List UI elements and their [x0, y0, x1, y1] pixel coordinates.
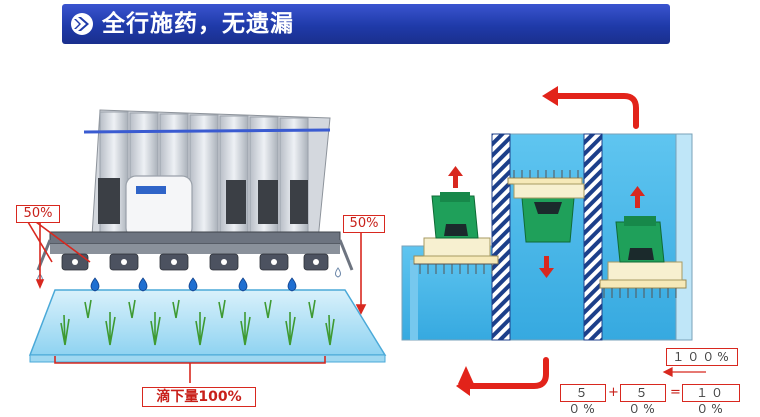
formula-plus: + — [608, 385, 619, 400]
rice-transplanter — [36, 109, 354, 271]
dose-bracket — [54, 356, 326, 383]
label-total-100: １００% — [666, 348, 738, 366]
left-50-callout — [27, 221, 91, 290]
spray-platforms — [413, 170, 687, 298]
chevron-right-icon — [71, 13, 93, 35]
cross-section — [401, 133, 693, 341]
direction-arrows — [448, 166, 645, 278]
circulation-arrow-bottom — [467, 357, 549, 389]
circulation-arrow-top — [553, 93, 639, 129]
formula-term-a: ５０% — [560, 384, 606, 416]
paddy-field — [28, 289, 387, 363]
label-left-50: 50% — [16, 205, 60, 223]
label-drop-amount: 滴下量100% — [142, 387, 256, 407]
formula-result: １００% — [682, 384, 740, 416]
label-right-50: 50% — [343, 215, 385, 233]
title-banner: 全行施药，无遗漏 — [62, 4, 670, 44]
arrowhead-bottom-up — [458, 366, 474, 384]
formula-equals: = — [670, 385, 681, 400]
rice-seedlings — [60, 299, 335, 346]
right-50-callout — [355, 232, 367, 315]
spray-machines — [423, 183, 683, 281]
pesticide-drops — [90, 277, 297, 292]
arrowhead-top — [542, 86, 558, 106]
page-title: 全行施药，无遗漏 — [102, 11, 294, 37]
formula-term-b: ５０% — [620, 384, 666, 416]
